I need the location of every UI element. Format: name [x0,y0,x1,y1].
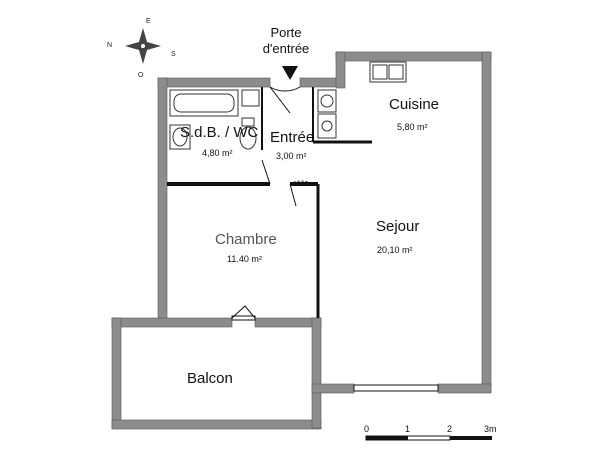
room-sejour-name: Sejour [376,218,420,235]
scale-tick-2: 2 [447,424,453,434]
entry-arrow-icon [282,66,298,80]
compass-n: N [107,42,113,49]
exterior-walls [111,51,492,430]
kitchen-fixtures [317,61,407,139]
interior-walls [167,87,372,318]
room-sdb-name: S.d.B. / WC [180,124,259,141]
entry-label: Porte d'entrée [256,25,316,57]
room-balcon-name: Balcon [187,370,233,387]
scale-tick-1: 1 [405,424,411,434]
living-window [353,384,439,392]
compass-s: S [171,51,176,58]
scale-tick-3: 3m [484,424,497,434]
balcony-door [231,305,256,321]
compass-e: E [146,18,151,25]
washbasin [169,124,191,150]
scale-tick-0: 0 [364,424,370,434]
room-chambre-area: 11.40 m² [227,254,262,264]
room-cuisine-name: Cuisine [389,96,440,113]
entry-door [269,66,301,114]
compass-o: O [138,72,144,79]
entry-label-line1: Porte [270,25,302,40]
bathtub [169,89,260,117]
scale-bar [365,435,492,441]
room-entree-area: 3,00 m² [276,151,307,161]
compass-rose [125,28,161,64]
chambre-door [289,180,313,207]
room-chambre-name: Chambre [215,231,277,248]
room-sdb-area: 4,80 m² [202,148,233,158]
toilet [239,117,257,150]
room-sejour-area: 20,10 m² [377,245,413,255]
entry-label-line2: d'entrée [262,41,310,56]
room-cuisine-area: 5,80 m² [397,122,428,132]
room-entree-name: Entrée [270,129,315,146]
